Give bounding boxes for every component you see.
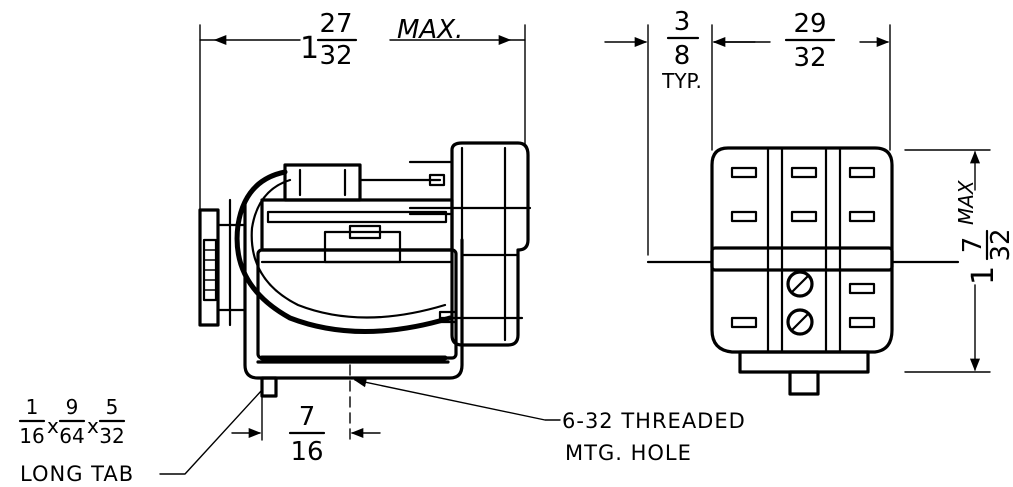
long-tab — [260, 376, 278, 398]
svg-text:LONG TAB: LONG TAB — [20, 462, 134, 486]
svg-text:MAX.: MAX. — [397, 15, 463, 45]
tab-offset-label: 7 16 — [288, 402, 326, 467]
terminal-offset-label: 3 8 TYP. — [661, 7, 702, 93]
svg-text:x: x — [47, 414, 59, 438]
screw-icon — [786, 270, 814, 298]
svg-text:32: 32 — [319, 41, 352, 71]
svg-text:MAX: MAX — [954, 179, 978, 225]
svg-text:16: 16 — [290, 437, 323, 467]
svg-text:x: x — [87, 414, 99, 438]
svg-text:64: 64 — [59, 424, 84, 448]
svg-text:TYP.: TYP. — [661, 69, 702, 93]
svg-text:9: 9 — [66, 395, 79, 419]
svg-text:6-32 THREADED: 6-32 THREADED — [562, 409, 746, 433]
svg-text:32: 32 — [793, 43, 826, 73]
svg-text:32: 32 — [99, 424, 124, 448]
svg-text:7: 7 — [299, 402, 316, 432]
overall-width-label: 1 27 32 MAX. — [300, 9, 463, 71]
svg-text:1: 1 — [300, 31, 319, 66]
svg-text:27: 27 — [319, 9, 352, 39]
end-width-label: 29 32 — [784, 9, 836, 73]
svg-text:7: 7 — [958, 237, 988, 254]
side-view — [159, 24, 561, 475]
svg-text:32: 32 — [986, 228, 1013, 261]
svg-text:5: 5 — [106, 395, 119, 419]
tab-size-callout: 1 16 x 9 64 x 5 32 LONG TAB — [18, 395, 134, 486]
end-view — [604, 24, 991, 396]
mounting-hole-callout: 6-32 THREADED MTG. HOLE — [562, 409, 746, 465]
screw-icon — [786, 308, 814, 336]
svg-text:29: 29 — [793, 9, 826, 39]
height-label: 1 7 32 MAX — [954, 179, 1013, 285]
svg-text:1: 1 — [966, 266, 1001, 285]
svg-text:8: 8 — [674, 41, 691, 71]
svg-text:1: 1 — [26, 395, 39, 419]
svg-text:16: 16 — [19, 424, 44, 448]
svg-text:MTG. HOLE: MTG. HOLE — [565, 441, 692, 465]
svg-text:3: 3 — [674, 7, 691, 37]
